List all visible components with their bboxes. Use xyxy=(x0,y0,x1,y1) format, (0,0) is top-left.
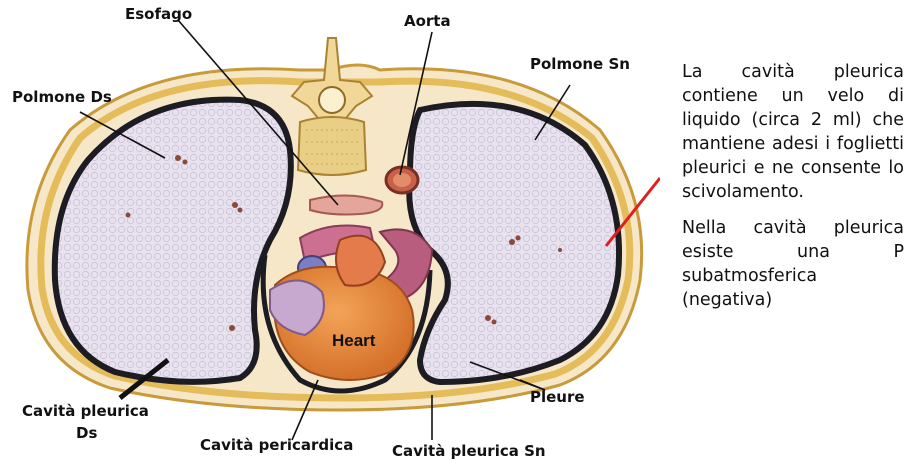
cavita-pericardica-label: Cavità pericardica xyxy=(200,436,353,454)
note-paragraph-1: La cavità pleurica contiene un velo di l… xyxy=(682,60,904,204)
cavita-pleurica-sn-label: Cavità pleurica Sn xyxy=(392,442,546,460)
note-paragraph-2: Nella cavità pleurica esiste una P subat… xyxy=(682,216,904,312)
cavita-pleurica-ds-label-line2: Ds xyxy=(76,424,97,442)
explanatory-note: La cavità pleurica contiene un velo di l… xyxy=(682,60,904,324)
thorax-cross-section-figure: Heart Esofago Aorta Polmo xyxy=(0,0,660,469)
esofago-label: Esofago xyxy=(125,5,192,23)
pleure-label: Pleure xyxy=(530,388,585,406)
polmone-sn-label: Polmone Sn xyxy=(530,55,630,73)
esophagus xyxy=(310,195,382,214)
heart-label: Heart xyxy=(332,331,376,350)
polmone-ds-label: Polmone Ds xyxy=(12,88,112,106)
aorta-vessel xyxy=(386,167,418,193)
aorta-label: Aorta xyxy=(404,12,451,30)
cavita-pleurica-ds-label-line1: Cavità pleurica xyxy=(22,402,149,420)
